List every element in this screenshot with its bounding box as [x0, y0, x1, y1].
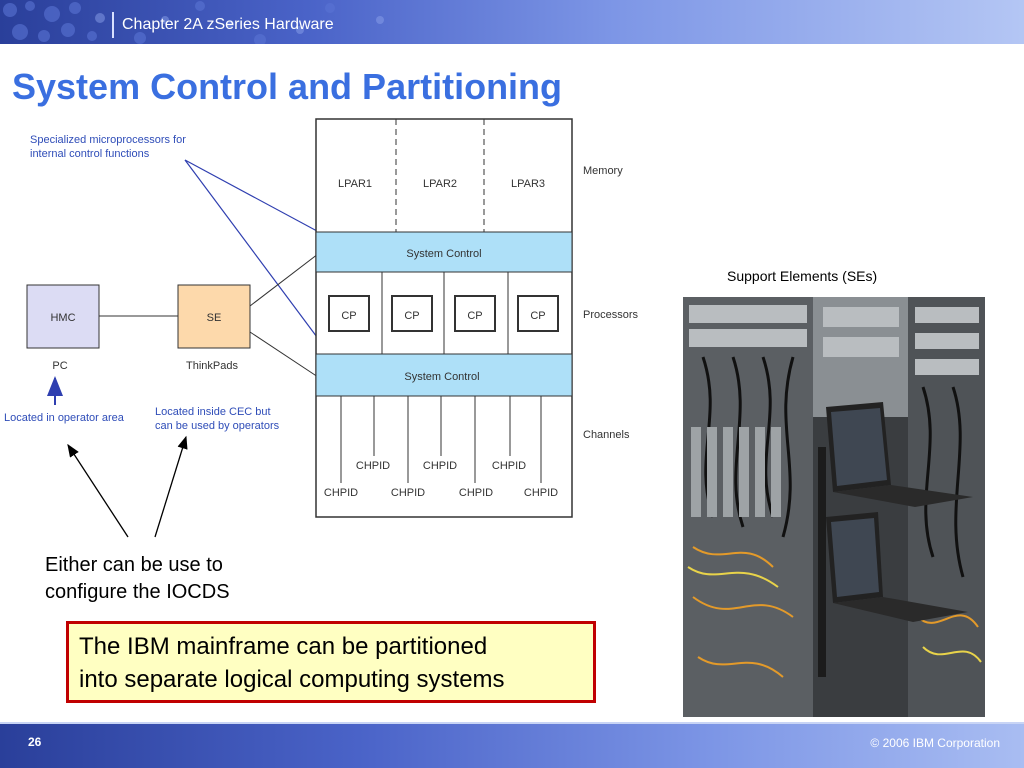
- copyright-notice: © 2006 IBM Corporation: [870, 736, 1000, 750]
- se-caption: ThinkPads: [186, 360, 238, 372]
- cp-label-2: CP: [404, 310, 419, 322]
- note-microprocessors-line1: Specialized microprocessors for: [30, 134, 186, 146]
- memory-label: Memory: [583, 165, 623, 177]
- cp-box-4: [517, 295, 559, 332]
- hmc-label: HMC: [50, 312, 75, 324]
- channels-label: Channels: [583, 429, 630, 441]
- footer-divider: [0, 722, 1024, 724]
- cp-box-2: [391, 295, 433, 332]
- cp-label-3: CP: [467, 310, 482, 322]
- chpid-label-4: CHPID: [324, 487, 358, 499]
- cp-box-1: [328, 295, 370, 332]
- chpid-label-1: CHPID: [356, 460, 390, 472]
- chpid-label-6: CHPID: [459, 487, 493, 499]
- photo-caption: Support Elements (SEs): [727, 268, 878, 284]
- iocds-note-line1: Either can be use to: [45, 554, 223, 576]
- page-number: 26: [28, 735, 42, 749]
- lpar-1-label: LPAR1: [338, 178, 372, 190]
- callout-line1: The IBM mainframe can be partitioned: [79, 633, 488, 660]
- cp-label-1: CP: [341, 310, 356, 322]
- header-decoration: [3, 1, 384, 44]
- chpid-label-5: CHPID: [391, 487, 425, 499]
- iocds-note: Either can be use to configure the IOCDS: [45, 552, 345, 606]
- system-control-top: [315, 231, 573, 273]
- se-label: SE: [207, 312, 222, 324]
- chpid-label-2: CHPID: [423, 460, 457, 472]
- system-control-bottom-label: System Control: [404, 371, 479, 383]
- system-control-bottom: [315, 353, 573, 397]
- iocds-note-line2: configure the IOCDS: [45, 581, 230, 603]
- footer-bar: [0, 724, 1024, 768]
- se-box: [177, 284, 251, 349]
- note-microprocessors-line2: internal control functions: [30, 148, 150, 160]
- chpid-label-3: CHPID: [492, 460, 526, 472]
- lpar-2-label: LPAR2: [423, 178, 457, 190]
- note-cec-line2: can be used by operators: [155, 420, 280, 432]
- channel-lines: [340, 396, 542, 483]
- lpar-3-label: LPAR3: [511, 178, 545, 190]
- partition-callout: The IBM mainframe can be partitioned int…: [66, 621, 596, 703]
- support-elements-photo: [683, 297, 985, 717]
- chapter-title: Chapter 2A zSeries Hardware: [122, 16, 334, 33]
- se-link-bottom: [249, 331, 319, 378]
- hmc-caption: PC: [52, 360, 67, 372]
- hmc-box: [26, 284, 100, 349]
- note-operator-area: Located in operator area: [4, 412, 125, 424]
- cp-label-4: CP: [530, 310, 545, 322]
- header-divider: [112, 12, 114, 38]
- partition-diagram: Specialized microprocessors for internal…: [4, 118, 639, 538]
- processors-label: Processors: [583, 309, 639, 321]
- header-bar: Chapter 2A zSeries Hardware: [0, 0, 1024, 44]
- callout-line2: into separate logical computing systems: [79, 666, 505, 693]
- se-link-top: [249, 253, 319, 307]
- arrow-to-operator-area: [67, 443, 129, 538]
- note-cec-line1: Located inside CEC but: [155, 406, 271, 418]
- arrow-to-cec-note: [154, 435, 188, 538]
- chpid-label-7: CHPID: [524, 487, 558, 499]
- system-control-top-label: System Control: [406, 248, 481, 260]
- cp-box-3: [454, 295, 496, 332]
- slide-title: System Control and Partitioning: [12, 66, 563, 107]
